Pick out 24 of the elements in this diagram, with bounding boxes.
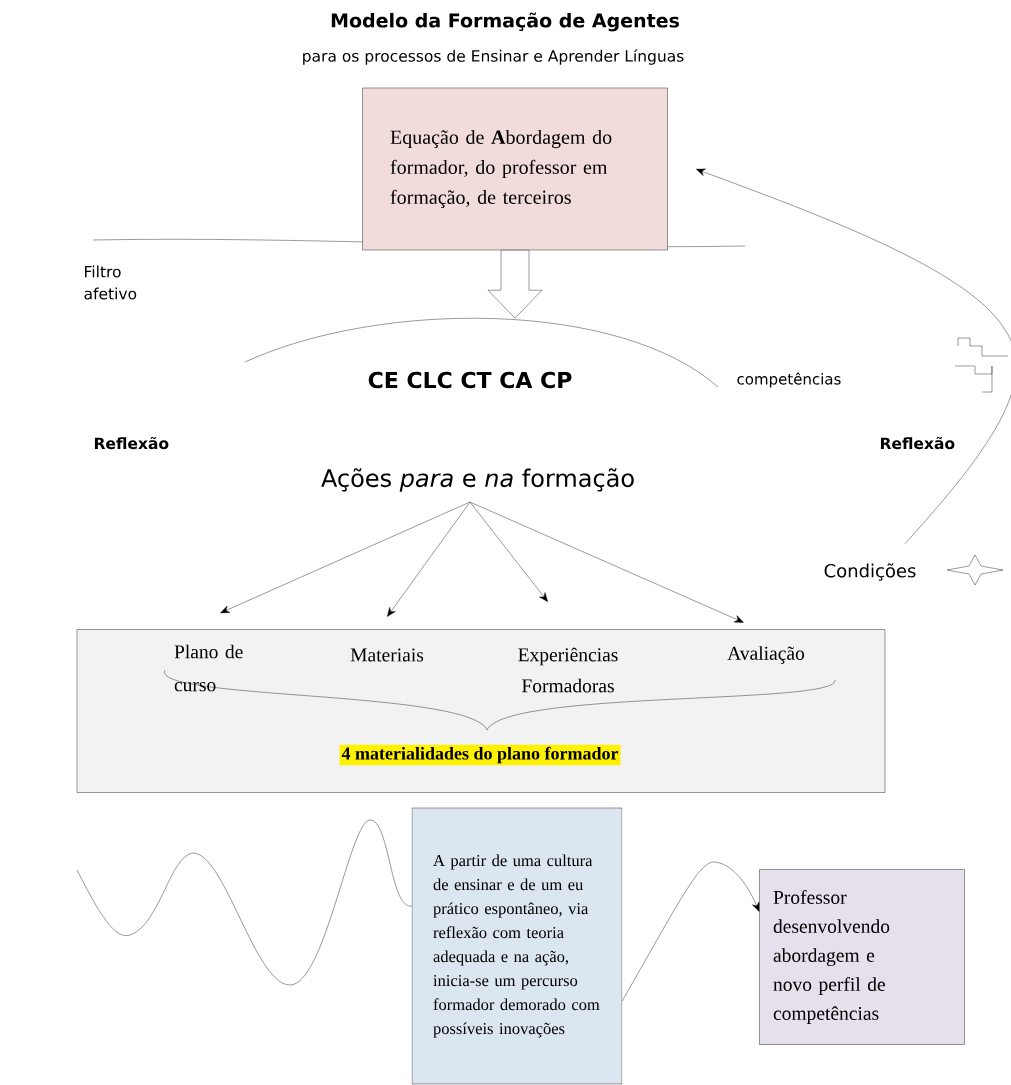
wave-line: [76, 819, 412, 986]
actions-heading: Ações para e na formação: [321, 468, 634, 492]
item-label: Avaliação: [727, 646, 805, 664]
arrow: [469, 501, 744, 623]
subtitle: para os processos de Ensinar e Aprender Línguas: [303, 49, 684, 65]
competency-abbreviations: CE CLC CT CA CP: [368, 371, 572, 389]
filter-label: Filtro afetivo: [84, 265, 137, 300]
arrow: [622, 861, 760, 1002]
conditions-label: Condições: [824, 563, 916, 581]
arrow: [696, 168, 1011, 544]
outcome-box: Professor desenvolvendo abordagem e novo perfil de competências: [759, 869, 965, 1045]
block-arrow: [487, 250, 543, 319]
title: Modelo da Formação de Agentes: [331, 12, 679, 32]
arrow: [469, 501, 548, 602]
arrow: [220, 501, 471, 614]
equation-box: Equação de Abordagem do formador, do professor em formação, de terceiros: [362, 87, 668, 251]
item-label: Materiais: [350, 648, 424, 662]
arrow: [387, 501, 471, 617]
side-label: Reflexão: [94, 436, 169, 450]
side-label: competências: [737, 372, 841, 388]
description-box: A partir de uma cultura de ensinar e de um eu prático espontâneo, via reflexão com teoria adequada e na ação, inicia-se um percurso formador demorado com possíveis inovações: [411, 807, 623, 1085]
item-label: Plano de curso: [174, 644, 243, 692]
side-label: Reflexão: [880, 436, 955, 450]
item-label: Experiências Formadoras: [518, 647, 618, 693]
